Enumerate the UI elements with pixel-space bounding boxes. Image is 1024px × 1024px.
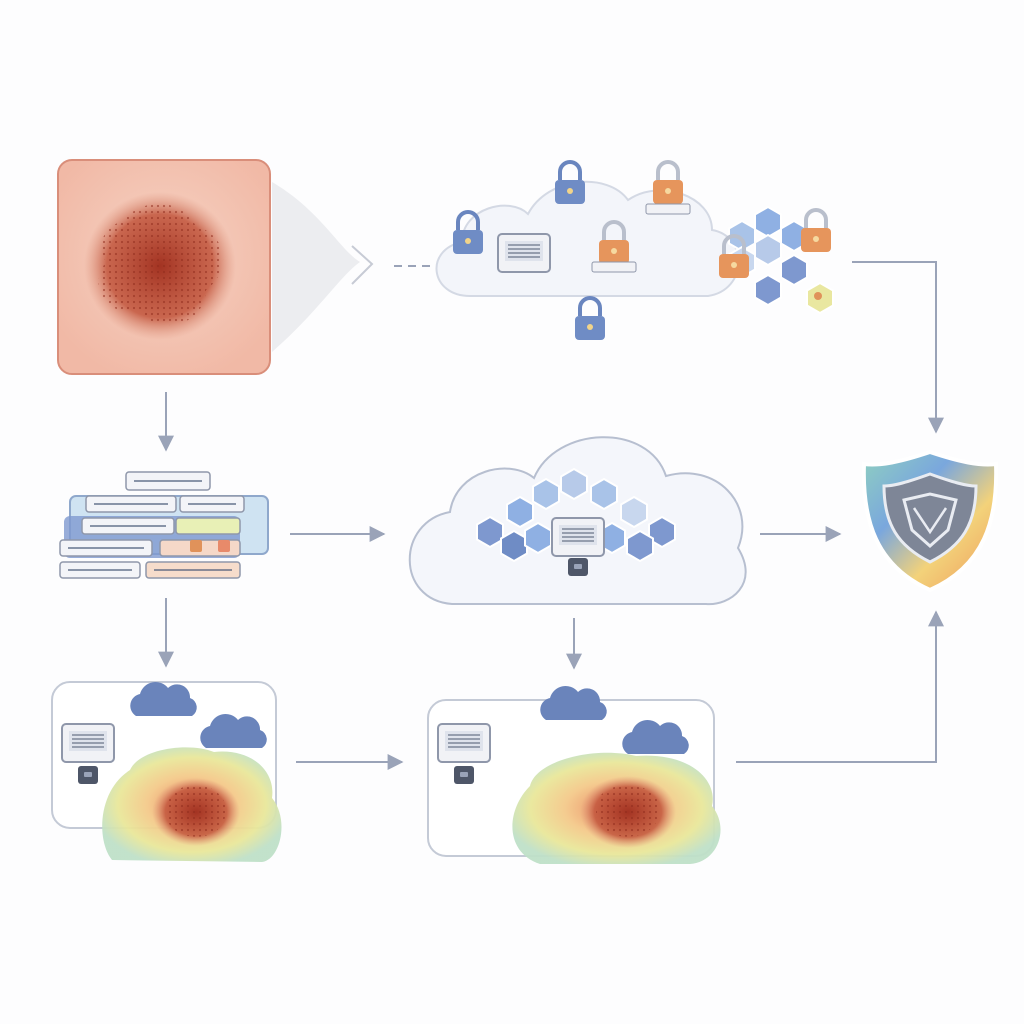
monitor-icon [61, 723, 115, 784]
cloud-icon [540, 685, 607, 720]
client-node-heatmap [51, 681, 282, 862]
lock-icon [553, 160, 587, 206]
skin-lesion-image [57, 159, 374, 375]
privacy-shield [861, 449, 999, 593]
lock-icon [645, 160, 691, 215]
lock-icon [451, 210, 485, 256]
monitor-icon [497, 233, 551, 273]
client-node-heatmap [427, 685, 721, 864]
lock-icon [573, 296, 607, 342]
monitor-icon [437, 723, 491, 784]
flow-arrows [158, 261, 944, 770]
server-monitor-icon [551, 517, 605, 576]
arrow-secure-cloud-to-shield [852, 261, 944, 434]
federated-cloud-server [408, 436, 747, 606]
arrow-client-b-to-shield [736, 610, 944, 763]
data-record-stack [59, 471, 269, 579]
lock-icon [799, 208, 833, 254]
encrypted-cloud [435, 160, 834, 342]
lock-icon [591, 220, 637, 273]
